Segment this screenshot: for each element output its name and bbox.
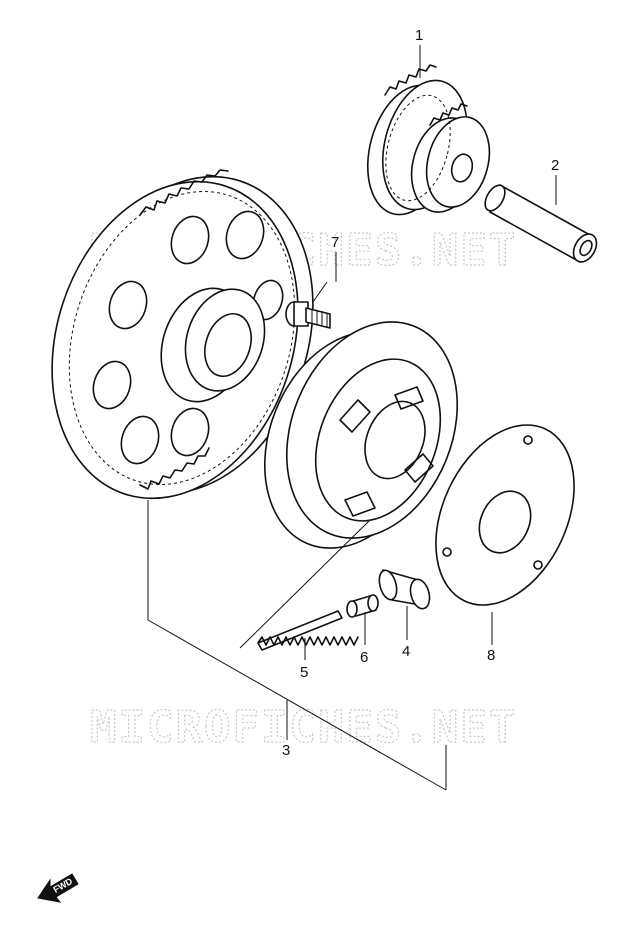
clutch-washer-plate — [435, 424, 575, 606]
callout-6: 6 — [360, 649, 368, 666]
starter-clutch-housing — [263, 321, 459, 549]
starter-idle-gear — [366, 64, 491, 216]
callout-7: 7 — [331, 234, 339, 251]
callout-2: 2 — [551, 157, 559, 174]
leader-lines — [147, 45, 557, 791]
callout-4: 4 — [402, 643, 410, 660]
starter-driven-gear — [51, 169, 314, 500]
bolt — [285, 301, 331, 329]
callout-5: 5 — [300, 664, 308, 681]
callout-1: 1 — [415, 27, 423, 44]
idle-gear-shaft — [484, 184, 598, 263]
watermark-bottom: MICROFICHES.NET — [90, 702, 517, 753]
callout-3: 3 — [282, 742, 290, 759]
clutch-spring — [257, 610, 359, 651]
clutch-roller — [378, 569, 431, 610]
clutch-pin — [346, 594, 379, 618]
fwd-arrow-icon: FWD — [37, 873, 79, 903]
callout-8: 8 — [487, 647, 495, 664]
